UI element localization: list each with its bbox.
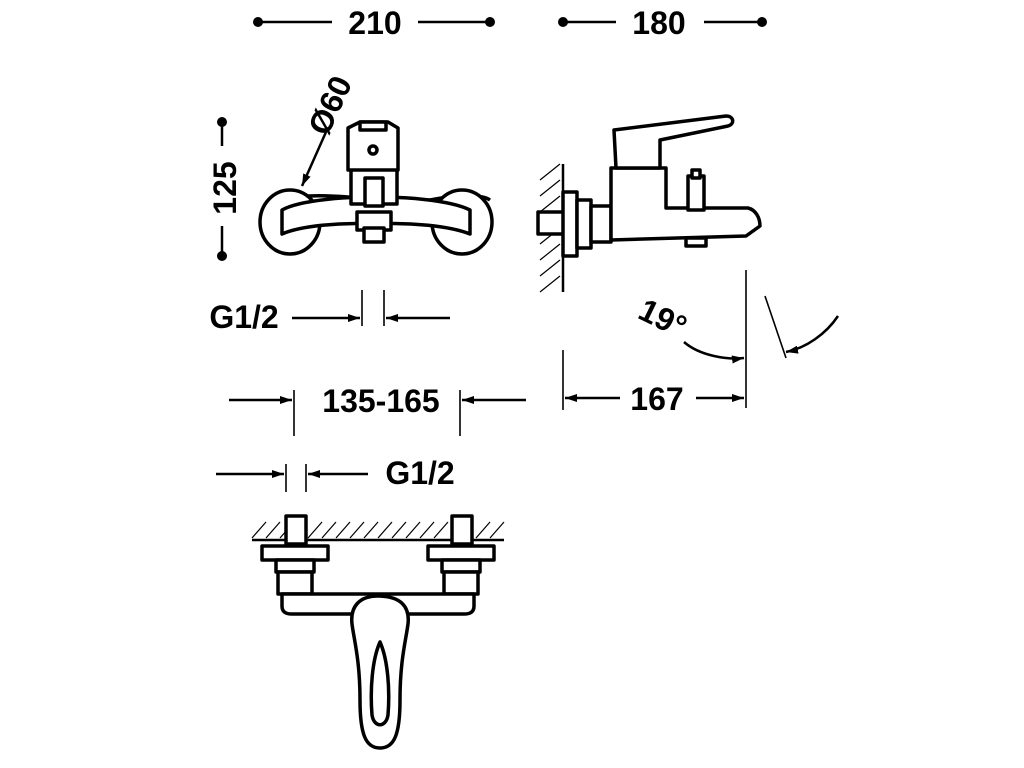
dimension-210: 210 <box>253 5 495 41</box>
dimension-167: 167 <box>562 350 744 417</box>
dimension-inlet-top: G1/2 <box>216 455 455 492</box>
dimension-centers-label: 135-165 <box>322 383 439 419</box>
side-view: 19° <box>536 114 840 408</box>
dimension-depth-label: 180 <box>632 5 685 41</box>
top-view <box>251 514 505 750</box>
dimension-125: 125 <box>207 117 243 261</box>
inlet-front-label: G1/2 <box>209 299 278 335</box>
dimension-inlet-front: G1/2 <box>209 290 450 335</box>
dimension-180: 180 <box>558 5 767 41</box>
dimension-projection-label: 167 <box>630 381 683 417</box>
dimension-135-165: 135-165 <box>229 383 526 436</box>
inlet-top-label: G1/2 <box>385 455 454 491</box>
dimension-height-label: 125 <box>207 161 243 214</box>
dimension-angle-label: 19° <box>633 291 692 345</box>
dimension-width-label: 210 <box>348 5 401 41</box>
front-view: Ø60 <box>258 70 494 256</box>
